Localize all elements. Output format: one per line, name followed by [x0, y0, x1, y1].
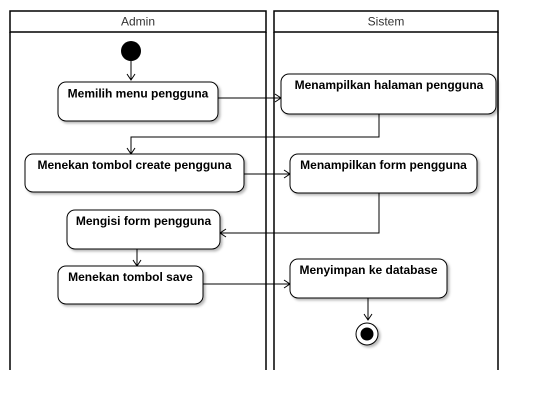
- activity-label: Menekan tombol create pengguna: [37, 158, 231, 172]
- activity-label: Mengisi form pengguna: [76, 214, 212, 228]
- swimlane-admin: Admin: [9, 10, 267, 370]
- lane-title-sistem: Sistem: [368, 15, 405, 29]
- activity-tampil-halaman: Menampilkan halaman pengguna: [280, 73, 497, 115]
- activity-label: Memilih menu pengguna: [68, 87, 209, 101]
- swimlane-sistem: Sistem: [273, 10, 499, 370]
- activity-memilih-menu: Memilih menu pengguna: [57, 81, 219, 122]
- activity-simpan-db: Menyimpan ke database: [289, 258, 448, 299]
- flow-tekan-create-to-tampil-form: [244, 169, 291, 179]
- activity-label: Menampilkan form pengguna: [300, 158, 467, 172]
- initial-node: [121, 41, 141, 61]
- activity-tekan-save: Menekan tombol save: [57, 265, 204, 305]
- flow-tampil-form-to-isi-form: [219, 193, 380, 238]
- activity-isi-form: Mengisi form pengguna: [66, 209, 221, 250]
- activity-label: Menekan tombol save: [68, 270, 193, 284]
- flow-tekan-save-to-simpan-db: [203, 279, 291, 289]
- activity-label: Menampilkan halaman pengguna: [295, 78, 484, 92]
- flow-start-to-memilih-menu: [126, 61, 136, 81]
- flow-simpan-db-to-end: [363, 298, 373, 321]
- final-node: [355, 322, 379, 346]
- activity-tekan-create: Menekan tombol create pengguna: [24, 153, 245, 193]
- flow-memilih-menu-to-tampil-halaman: [218, 93, 282, 103]
- flow-isi-form-to-tekan-save: [132, 249, 142, 267]
- activity-label: Menyimpan ke database: [299, 263, 437, 277]
- lane-title-admin: Admin: [121, 15, 155, 29]
- activity-tampil-form: Menampilkan form pengguna: [289, 153, 478, 194]
